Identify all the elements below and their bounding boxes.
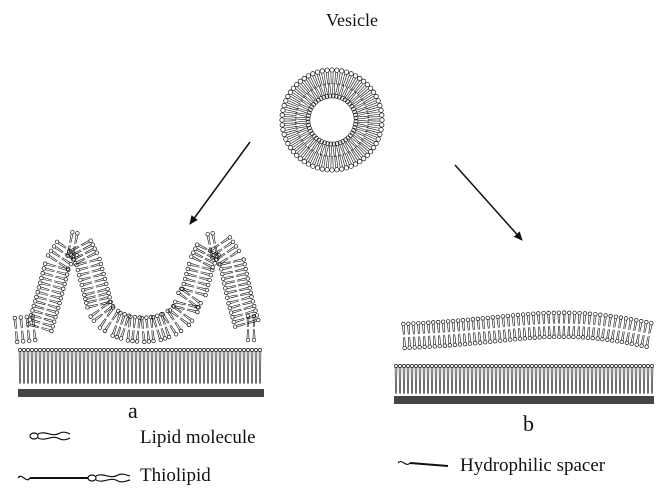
panel-b-illustration	[394, 311, 654, 404]
vesicle-title: Vesicle	[326, 11, 378, 29]
hydrophilic-spacer-symbol	[398, 462, 448, 466]
panel-b-lipid-bilayer	[402, 311, 654, 350]
panel-b-label: b	[523, 413, 534, 435]
legend-lipid-molecule: Lipid molecule	[140, 428, 256, 447]
panel-a-substrate	[18, 389, 264, 397]
panel-b-thiolipid-layer	[394, 364, 653, 393]
panel-a-illustration	[13, 230, 264, 397]
arrow-to-panel-b	[455, 165, 522, 240]
legend-thiolipid: Thiolipid	[140, 466, 211, 485]
panel-a-label: a	[128, 400, 138, 422]
panel-a-lipid-arches	[13, 230, 260, 343]
arrow-to-panel-a	[190, 142, 250, 224]
vesicle-illustration	[280, 68, 384, 172]
panel-a-thiolipid-layer	[18, 348, 261, 383]
panel-b-substrate	[394, 396, 654, 404]
legend-hydrophilic-spacer: Hydrophilic spacer	[460, 456, 605, 475]
thiolipid-symbol	[18, 474, 130, 482]
lipid-molecule-symbol	[30, 432, 70, 440]
